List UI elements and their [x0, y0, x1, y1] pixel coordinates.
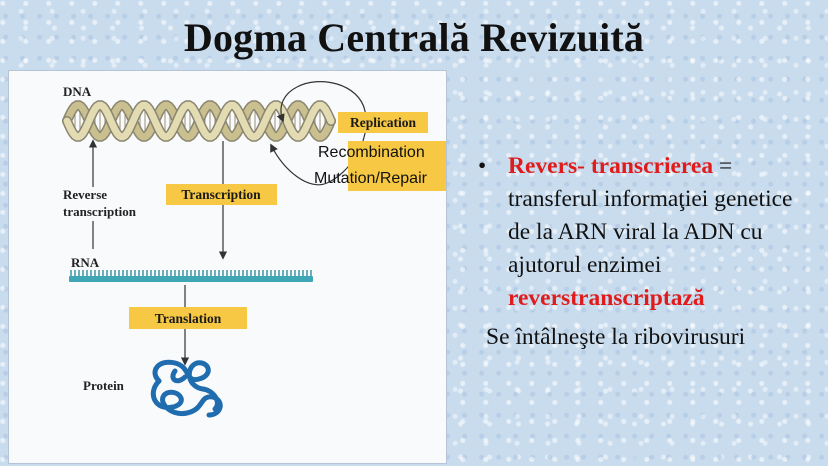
slide-title: Dogma Centrală Revizuită [183, 15, 645, 60]
dna-strand-a [63, 101, 335, 141]
central-dogma-diagram: DNA Replication Recombination Mutation/R… [8, 70, 447, 464]
replication-label: Replication [350, 115, 416, 130]
bullet-text: Revers- transcrierea = transferul inform… [508, 150, 818, 315]
protein-label: Protein [83, 378, 125, 393]
protein-blob [150, 359, 223, 418]
diagram-canvas: DNA Replication Recombination Mutation/R… [59, 81, 446, 418]
transcription-box [166, 184, 277, 205]
bullet-item: • Revers- transcrierea = transferul info… [478, 150, 818, 315]
replication-arc-top [296, 81, 367, 184]
enzyme-name: reverstranscriptază [508, 285, 705, 311]
ribovirus-note: Se întâlneşte la ribovirusuri [486, 324, 746, 350]
replication-box [338, 112, 428, 133]
mutation-repair-label: Mutation/Repair [314, 170, 428, 187]
bullet-list: • Revers- transcrierea = transferul info… [478, 150, 818, 315]
dna-helix [62, 100, 336, 142]
reverse-transcription-label-line2: transcription [63, 204, 137, 219]
translation-box [129, 307, 247, 329]
recombination-box [348, 141, 446, 191]
reverse-transcription-label-line1: Reverse [63, 187, 107, 202]
rna-label: RNA [71, 255, 100, 270]
bullet-dot: • [478, 153, 487, 179]
translation-label: Translation [155, 311, 222, 326]
recombination-arrow [270, 143, 328, 186]
transcription-label: Transcription [181, 187, 261, 202]
rna-strand [69, 270, 313, 282]
definition-text: = transferul informaţiei genetice de la … [508, 153, 793, 278]
term-reverse-transcription: Revers- transcrierea [508, 153, 714, 179]
dna-label: DNA [63, 84, 92, 99]
replication-arrow [276, 86, 298, 123]
recombination-label: Recombination [318, 144, 425, 161]
